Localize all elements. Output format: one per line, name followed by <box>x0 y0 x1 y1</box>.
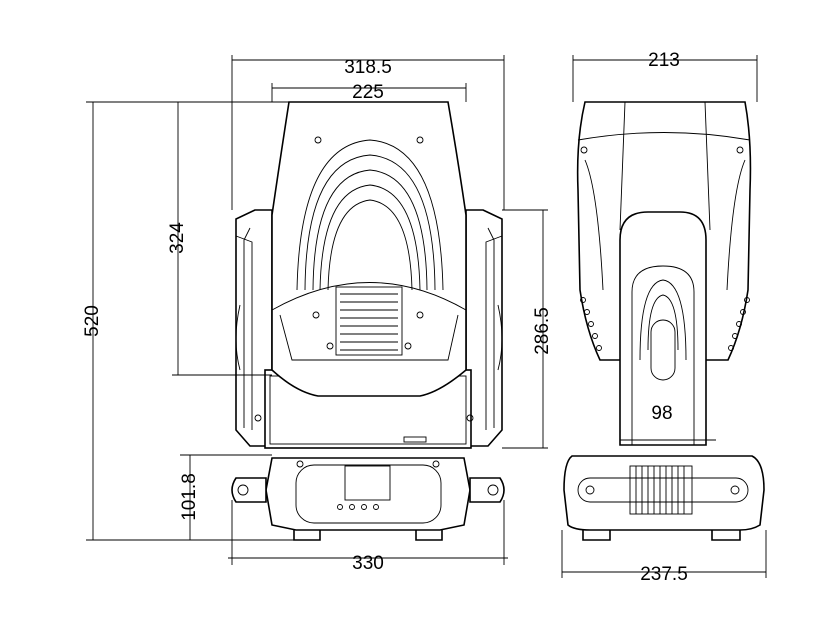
front-yoke-screw <box>466 414 474 422</box>
dim-front-arm-height: 286.5 <box>532 307 553 355</box>
front-head-ribs <box>296 139 444 291</box>
side-yoke-arm-contour <box>631 265 695 445</box>
front-head-screw <box>314 136 322 144</box>
front-head-outline <box>271 101 467 397</box>
front-head-lower-panel <box>279 314 459 361</box>
front-head-screw <box>416 136 424 144</box>
dim-side-base-width: 237.5 <box>640 564 688 585</box>
front-head-screw <box>326 342 334 350</box>
side-yoke-arm <box>619 211 707 446</box>
side-view <box>561 55 767 578</box>
dim-front-head-width: 225 <box>352 82 384 103</box>
side-head-fins <box>580 297 750 351</box>
dim-front-overall-width: 318.5 <box>344 57 392 78</box>
front-view <box>86 55 548 565</box>
side-base-vent <box>629 465 693 515</box>
dim-front-head-height: 324 <box>167 222 188 254</box>
front-base-display <box>344 465 391 501</box>
front-base-handle-left <box>231 477 267 503</box>
front-yoke-screw <box>254 414 262 422</box>
front-head-screw <box>416 311 424 319</box>
dim-front-base-height: 101.8 <box>179 473 200 521</box>
dim-side-head-width: 213 <box>648 50 680 71</box>
front-dimension-lines <box>86 55 548 565</box>
dim-front-total-height: 520 <box>82 305 103 337</box>
side-yoke-window <box>650 319 676 381</box>
side-head-contour <box>577 101 751 291</box>
front-base-handle-right <box>469 477 505 503</box>
front-head-shoulder <box>271 282 467 311</box>
side-base <box>563 455 765 541</box>
front-yoke-label <box>403 436 427 443</box>
front-base <box>231 457 505 541</box>
front-left-arm-contour <box>235 227 253 430</box>
front-right-arm-contour <box>485 227 503 430</box>
front-head-screw <box>404 342 412 350</box>
dim-front-base-width: 330 <box>352 553 384 574</box>
dim-side-yoke-width: 98 <box>651 403 672 424</box>
front-head-vent <box>335 286 403 356</box>
front-head-screw <box>312 311 320 319</box>
side-dimension-lines <box>561 55 767 578</box>
